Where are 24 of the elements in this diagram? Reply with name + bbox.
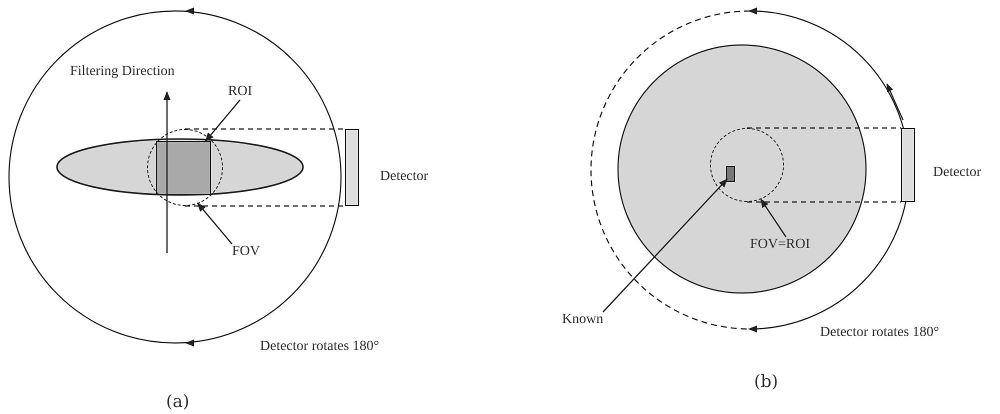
panel-label: (a): [166, 392, 190, 412]
leader-line: [204, 100, 240, 142]
detector-label: Detector: [933, 165, 982, 181]
callout-label: FOV=ROI: [750, 237, 810, 253]
projection-line: [185, 205, 345, 207]
leader-line: [760, 198, 787, 238]
rotation-label: Detector rotates 180°: [260, 339, 380, 355]
leader-line: [602, 178, 728, 312]
callout-label: Known: [562, 312, 604, 328]
projection-line: [747, 127, 901, 129]
leader-line: [197, 202, 232, 244]
detector-label: Detector: [380, 169, 428, 185]
axis-label: Filtering Direction: [70, 64, 175, 80]
fov-circle: [710, 128, 784, 202]
region-box: [726, 166, 736, 182]
callout-label: ROI: [228, 84, 252, 100]
callout-label: FOV: [232, 244, 260, 260]
detector-bar: [345, 129, 359, 206]
rotation-label: Detector rotates 180°: [820, 325, 940, 341]
detector-bar: [901, 128, 915, 202]
projection-line: [185, 128, 345, 130]
fov-circle: [147, 129, 223, 206]
panel-label: (b): [754, 372, 778, 392]
projection-line: [747, 201, 901, 203]
